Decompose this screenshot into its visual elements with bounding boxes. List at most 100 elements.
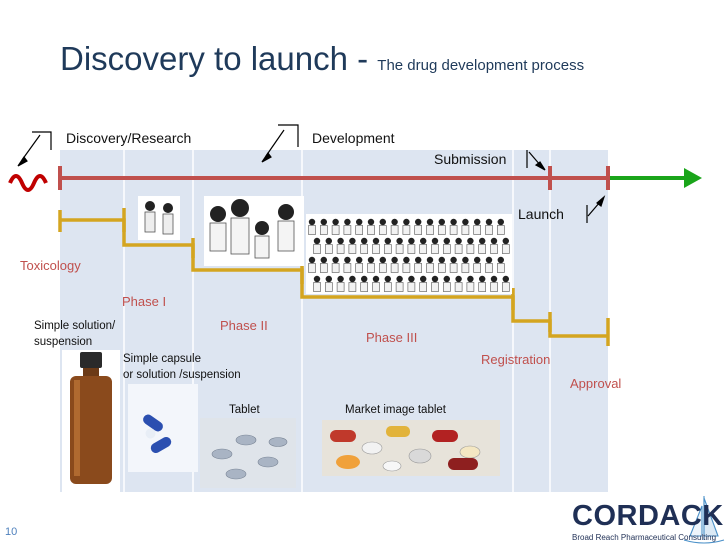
crowd-person-head (337, 237, 344, 245)
crowd-person-head (332, 256, 339, 264)
crowd-person-head (467, 237, 474, 245)
crowd-person-head (479, 275, 486, 283)
phase-label-phase1: Phase I (122, 294, 167, 309)
phase-label-registration: Registration (481, 352, 551, 367)
crowd-person-head (325, 275, 332, 283)
crowd-person-body (466, 244, 475, 254)
stage-label-submission: Submission (434, 151, 507, 167)
crowd-person-head (356, 256, 363, 264)
crowd-person-head (349, 237, 356, 245)
discovery-flag-icon (17, 131, 52, 167)
stage-label-discovery: Discovery/Research (66, 130, 192, 146)
logo-name: CORDACK (572, 500, 724, 532)
crowd-person-body (336, 282, 345, 292)
crowd-person-head (462, 256, 469, 264)
crowd-person-head (320, 218, 327, 226)
phase2-people-illustration (204, 196, 304, 266)
development-flag-icon (261, 124, 299, 163)
crowd-person-body (378, 263, 387, 273)
crowd-person-head (479, 237, 486, 245)
stage-label-development: Development (312, 130, 395, 146)
crowd-person-body (372, 244, 380, 254)
phase-label-phase3: Phase III (366, 330, 418, 345)
tablet-illustration (200, 418, 296, 488)
crowd-person-head (379, 218, 386, 226)
crowd-person-body (308, 225, 316, 235)
crowd-person-body (414, 263, 423, 273)
phase1-people-illustration (138, 196, 180, 240)
title-main: Discovery to launch - (60, 40, 369, 77)
crowd-person-head (313, 237, 321, 245)
crowd-person-body (331, 263, 340, 273)
crowd-person-head (415, 256, 422, 264)
crowd-person-body (437, 225, 446, 235)
crowd-person-body (402, 263, 411, 273)
crowd-person-body (319, 263, 328, 273)
crowd-person-head (415, 218, 422, 226)
crowd-person-body (383, 244, 392, 254)
crowd-person-body (372, 282, 380, 292)
crowd-person-head (408, 275, 415, 283)
crowd-person-head (320, 256, 327, 264)
crowd-person-body (360, 282, 369, 292)
simple-capsule-line1: Simple capsule (123, 353, 201, 365)
crowd-person-head (337, 275, 344, 283)
crowd-person-body (419, 244, 428, 254)
crowd-person-head (367, 218, 375, 226)
formulation-label-simple-solution: Simple solution/ suspension (34, 318, 115, 350)
crowd-person-body (407, 244, 416, 254)
formulation-label-simple-capsule: Simple capsule or solution /suspension (123, 351, 241, 383)
crowd-person-body (331, 225, 340, 235)
crowd-person-body (466, 282, 475, 292)
crowd-person-head (403, 218, 410, 226)
stage-label-launch: Launch (518, 206, 564, 222)
crowd-person-body (407, 282, 416, 292)
crowd-person-body (390, 225, 399, 235)
crowd-person-head (344, 218, 351, 226)
phase3-crowd-illustration (306, 214, 512, 294)
crowd-person-head (403, 256, 410, 264)
crowd-person-body (454, 282, 463, 292)
crowd-person-head (490, 275, 498, 283)
crowd-person-head (344, 256, 351, 264)
crowd-person-head (384, 275, 391, 283)
crowd-person-body (442, 282, 451, 292)
crowd-person-head (485, 218, 493, 226)
crowd-person-body (431, 244, 439, 254)
crowd-person-head (325, 237, 332, 245)
crowd-person-head (443, 275, 450, 283)
launch-flag-icon (586, 195, 606, 223)
crowd-person-body (348, 282, 357, 292)
crowd-person-body (402, 225, 411, 235)
crowd-person-body (426, 263, 434, 273)
crowd-person-head (372, 275, 380, 283)
crowd-person-body (360, 244, 369, 254)
simple-solution-line2: suspension (34, 336, 93, 348)
crowd-person-head (426, 218, 434, 226)
crowd-person-body (367, 263, 375, 273)
crowd-person-head (391, 218, 398, 226)
medicine-bottle-illustration (62, 350, 120, 492)
crowd-person-head (408, 237, 415, 245)
crowd-person-head (367, 256, 375, 264)
crowd-person-head (420, 237, 427, 245)
crowd-person-head (396, 275, 403, 283)
crowd-person-body (473, 263, 482, 273)
crowd-person-body (501, 282, 510, 292)
cordack-logo: CORDACK Broad Reach Pharmaceutical Consu… (572, 500, 724, 542)
crowd-person-head (443, 237, 450, 245)
crowd-person-head (420, 275, 427, 283)
crowd-person-head (450, 218, 457, 226)
crowd-person-body (343, 225, 352, 235)
crowd-person-body (343, 263, 352, 273)
crowd-person-body (496, 263, 505, 273)
crowd-person-body (426, 225, 434, 235)
crowd-person-body (395, 282, 404, 292)
crowd-person-body (501, 244, 510, 254)
title-subtitle: The drug development process (377, 57, 585, 74)
launch-arrow-head (684, 168, 702, 188)
crowd-person-body (324, 244, 333, 254)
crowd-person-head (396, 237, 403, 245)
crowd-person-body (442, 244, 451, 254)
